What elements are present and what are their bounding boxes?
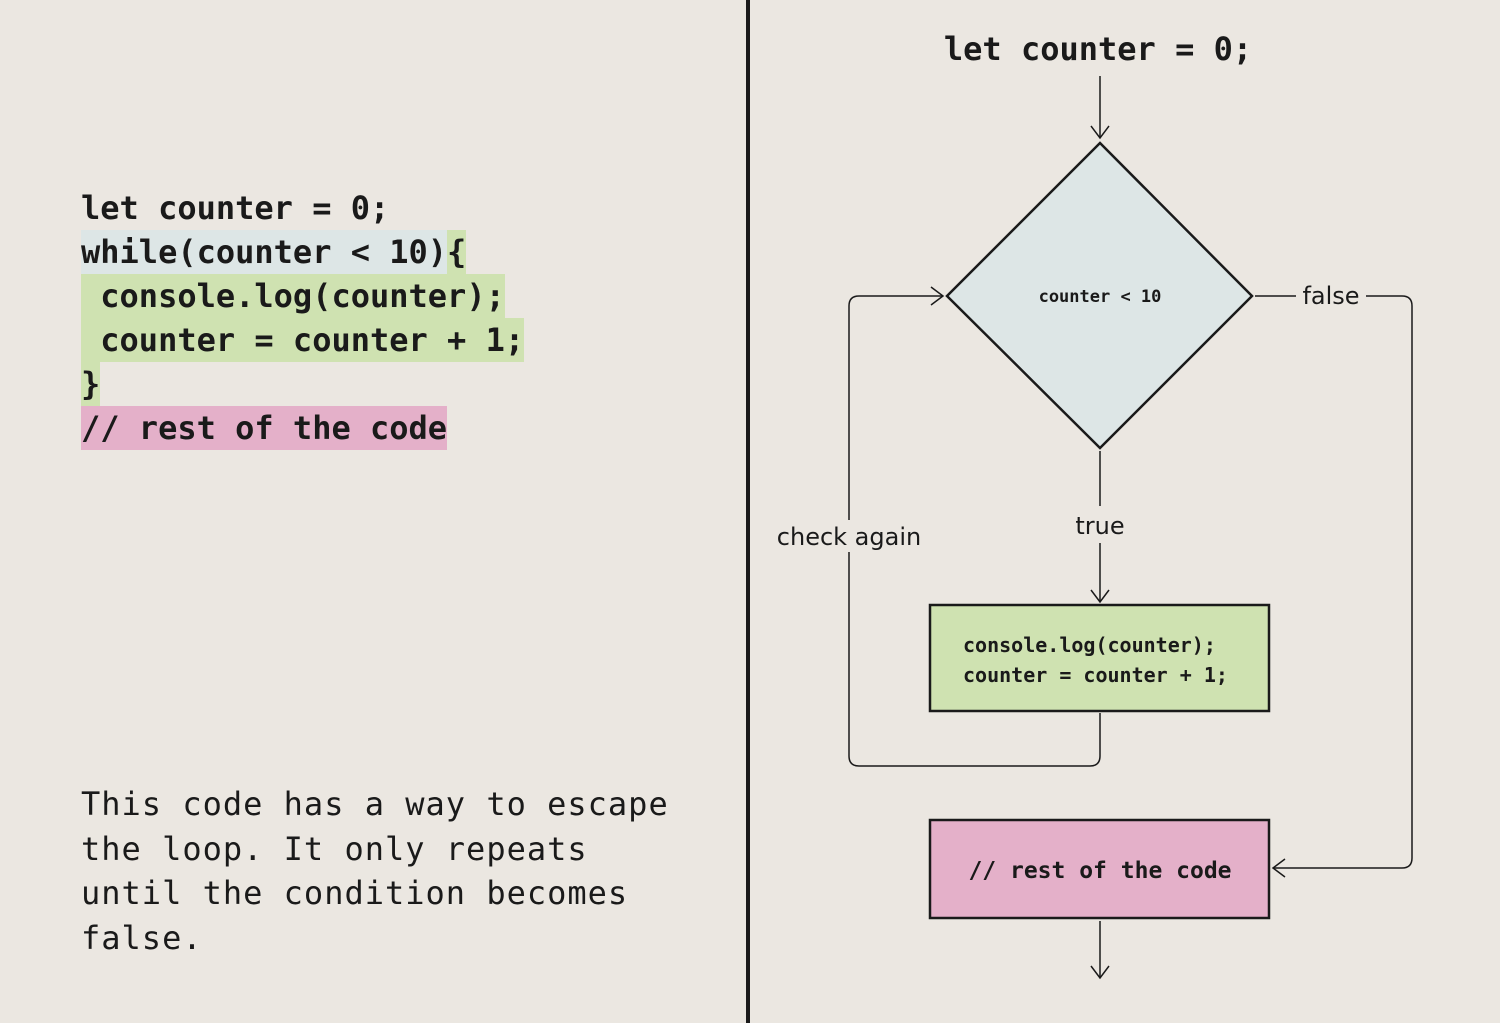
panel-divider	[746, 0, 750, 1023]
arrow-true-branch	[1090, 451, 1110, 604]
code-body-increment: counter = counter + 1;	[81, 318, 525, 362]
code-open-brace: {	[447, 230, 467, 274]
code-body-log: console.log(counter);	[81, 274, 505, 318]
flow-start-text: let counter = 0;	[944, 30, 1252, 68]
code-close-brace: }	[81, 362, 101, 406]
code-condition-highlight: while(counter < 10)	[81, 230, 448, 274]
code-line-rest: // rest of the code	[81, 406, 524, 450]
loop-body-box: console.log(counter); counter = counter …	[928, 603, 1271, 713]
arrow-exit	[1090, 921, 1110, 980]
code-rest-comment: // rest of the code	[81, 406, 448, 450]
condition-diamond: counter < 10	[945, 141, 1254, 450]
explanation-text: This code has a way to escape the loop. …	[81, 785, 669, 957]
false-label: false	[1302, 282, 1359, 310]
code-line-increment: counter = counter + 1;	[81, 318, 525, 362]
rest-of-code-box: // rest of the code	[928, 818, 1271, 920]
body-line-increment: counter = counter + 1;	[963, 663, 1228, 687]
arrow-start-to-condition	[1090, 76, 1110, 140]
arrow-check-again	[848, 286, 1101, 767]
body-line-log: console.log(counter);	[963, 633, 1216, 657]
rest-of-code-text: // rest of the code	[968, 858, 1231, 884]
true-label: true	[1075, 512, 1124, 540]
code-line-log: console.log(counter);	[81, 274, 524, 318]
check-again-label: check again	[777, 523, 921, 551]
code-line-close: }	[81, 362, 524, 406]
code-init-text: let counter = 0;	[81, 189, 390, 227]
arrow-false-branch	[1255, 295, 1413, 878]
condition-text: counter < 10	[1039, 287, 1162, 307]
code-line-while: while(counter < 10){	[81, 230, 524, 274]
code-listing: let counter = 0; while(counter < 10){ co…	[81, 186, 525, 450]
code-line-init: let counter = 0;	[81, 186, 524, 230]
